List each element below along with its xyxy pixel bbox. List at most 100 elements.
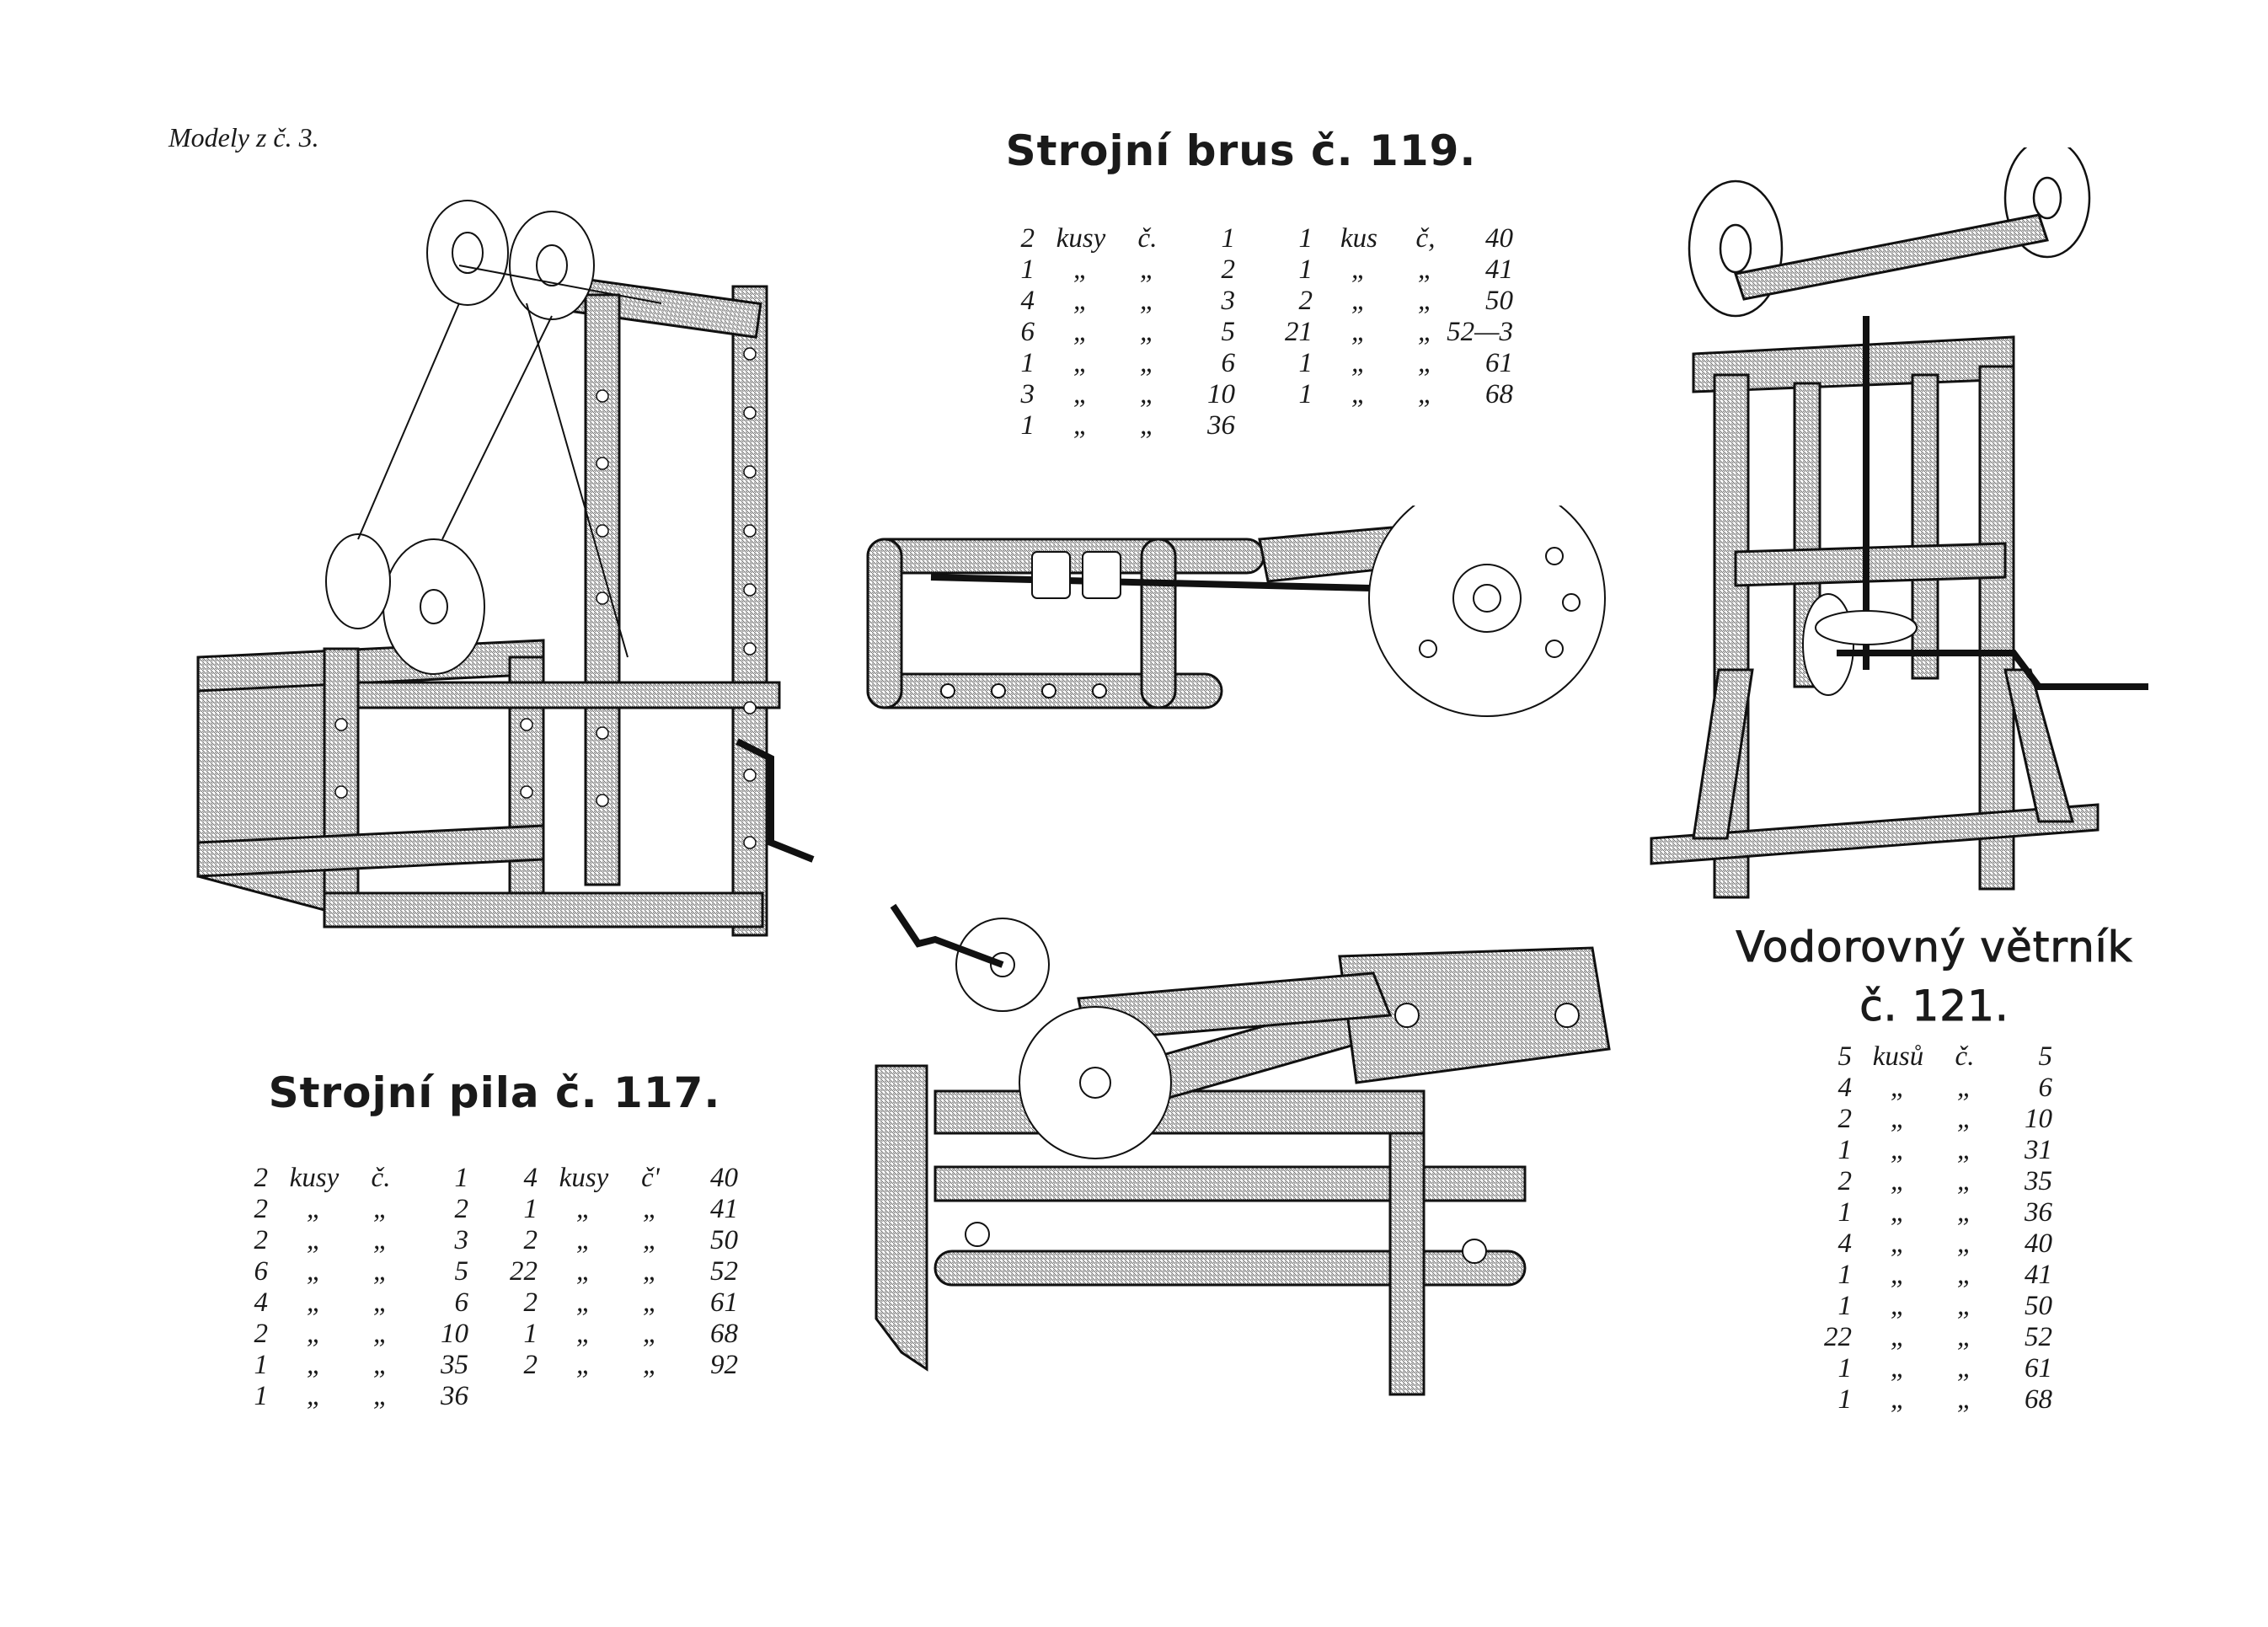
part-number: 31 [2025,1135,2052,1165]
part-number: 3 [454,1225,469,1255]
part-unit: „ [1351,254,1367,285]
part-number-label: „ [372,1381,389,1411]
part-number: 1 [1221,223,1236,254]
part-number-label: „ [1956,1260,1973,1290]
part-number: 52 [2025,1322,2052,1352]
part-unit: „ [1890,1260,1907,1290]
part-quantity: 1 [523,1194,538,1224]
parts-list-row: 2„„10 [1811,1104,2053,1135]
part-number-label: „ [1139,379,1156,409]
part-quantity: 1 [1020,410,1035,441]
part-number-label: „ [642,1194,659,1224]
illustration-stroj [875,903,1611,1396]
part-number: 36 [1207,410,1235,441]
parts-list-row: 1„„36 [1811,1197,2053,1228]
part-quantity: 3 [1020,379,1035,409]
part-unit: „ [306,1319,323,1349]
parts-list-row: 22„„52 [1811,1322,2052,1353]
part-unit: „ [306,1287,323,1318]
part-unit: „ [1351,317,1367,347]
illustration-strojni-brus [866,506,1606,717]
parts-list-row: 6„„5 [227,1256,469,1287]
part-number: 41 [1485,254,1513,285]
part-number: 5 [2038,1041,2053,1072]
part-number-label: „ [1139,348,1156,378]
parts-list-row: 1„„50 [1811,1291,2053,1322]
part-number-label: „ [1956,1135,1973,1165]
part-unit: „ [1890,1228,1907,1259]
part-quantity: 6 [1020,317,1035,347]
part-number-label: „ [1417,286,1434,316]
part-number-label: č' [641,1163,660,1193]
part-number: 36 [2025,1197,2052,1228]
page-header: Modely z č. 3. [168,122,319,153]
part-unit: „ [575,1225,592,1255]
part-quantity: 1 [1837,1353,1853,1383]
part-quantity: 2 [1837,1166,1853,1196]
part-number: 6 [454,1287,469,1318]
part-unit: „ [1072,317,1089,347]
part-unit: „ [1351,348,1367,378]
part-number: 52—3 [1447,317,1513,347]
part-number: 61 [1485,348,1513,378]
part-unit: „ [306,1256,323,1287]
part-number-label: „ [1139,317,1156,347]
part-quantity: 2 [1020,223,1035,254]
part-quantity: 1 [1298,254,1313,285]
part-quantity: 1 [1298,379,1313,409]
part-number: 61 [2025,1353,2052,1383]
part-number-label: č. [1137,223,1158,254]
part-number-label: „ [642,1319,659,1349]
part-unit: „ [1890,1104,1907,1134]
parts-list-row: 22„„52 [497,1256,738,1287]
part-unit: kusy [1056,223,1106,254]
part-number: 3 [1221,286,1236,316]
part-number-label: „ [642,1225,659,1255]
parts-list-row: 1„„2 [994,254,1236,286]
part-quantity: 2 [523,1225,538,1255]
part-unit: „ [306,1350,323,1380]
part-quantity: 22 [510,1256,538,1287]
model-title-brus: Strojní brus č. 119. [1005,126,1477,175]
part-unit: „ [306,1225,323,1255]
part-number-label: „ [372,1194,389,1224]
part-quantity: 4 [523,1163,538,1193]
part-quantity: 2 [254,1225,269,1255]
part-number-label: „ [1139,254,1156,285]
part-unit: „ [575,1194,592,1224]
part-number: 5 [454,1256,469,1287]
part-number: 92 [710,1350,738,1380]
part-quantity: 5 [1837,1041,1853,1072]
part-number-label: „ [1417,254,1434,285]
part-number-label: č. [1955,1041,1975,1072]
part-unit: „ [575,1256,592,1287]
part-number-label: „ [1956,1384,1973,1415]
part-quantity: 4 [1020,286,1035,316]
part-number-label: „ [1956,1166,1973,1196]
part-number-label: „ [1956,1228,1973,1259]
part-unit: kusy [559,1163,609,1193]
parts-list-row: 1„„41 [1811,1260,2053,1291]
part-quantity: 1 [1298,223,1313,254]
part-number: 68 [2025,1384,2052,1415]
illustration-strojni-pila [196,200,815,937]
part-number: 41 [2025,1260,2052,1290]
part-number-label: č. [371,1163,391,1193]
parts-list-row: 1„„36 [227,1381,469,1412]
parts-list-row: 1„„41 [497,1194,739,1225]
part-number: 5 [1221,317,1236,347]
part-quantity: 22 [1824,1322,1852,1352]
part-quantity: 1 [1837,1197,1853,1228]
part-unit: „ [575,1319,592,1349]
part-quantity: 2 [254,1319,269,1349]
parts-list-row: 1„„61 [1811,1353,2053,1384]
part-number: 35 [441,1350,468,1380]
part-number: 10 [441,1319,468,1349]
part-number-label: „ [1417,317,1434,347]
parts-list-row: 1„„61 [1272,348,1514,379]
part-unit: „ [1072,410,1089,441]
part-number-label: „ [1417,379,1434,409]
